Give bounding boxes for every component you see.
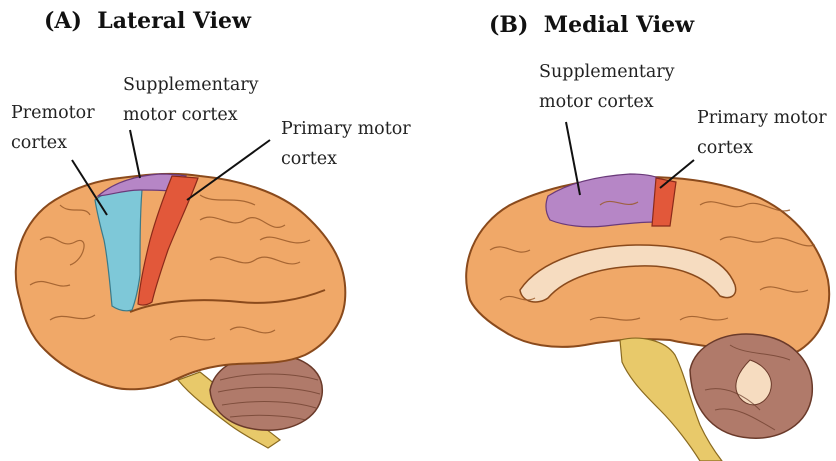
label-line: Supplementary (123, 70, 259, 100)
lateral-brain (16, 174, 346, 448)
medial-supplementary-motor-cortex (546, 174, 662, 227)
label-line: motor cortex (123, 100, 259, 130)
label-supplementary-motor-cortex-a: Supplementary motor cortex (123, 70, 259, 130)
medial-brain (466, 174, 829, 461)
label-supplementary-motor-cortex-b: Supplementary motor cortex (539, 57, 675, 117)
label-line: Premotor (11, 98, 95, 128)
label-primary-motor-cortex-b: Primary motor cortex (697, 103, 827, 163)
lateral-cerebellum (210, 355, 322, 431)
label-line: motor cortex (539, 87, 675, 117)
label-premotor-cortex: Premotor cortex (11, 98, 95, 158)
label-line: cortex (281, 144, 411, 174)
label-line: cortex (697, 133, 827, 163)
label-line: cortex (11, 128, 95, 158)
label-line: Primary motor (697, 103, 827, 133)
label-line: Supplementary (539, 57, 675, 87)
label-primary-motor-cortex-a: Primary motor cortex (281, 114, 411, 174)
label-line: Primary motor (281, 114, 411, 144)
